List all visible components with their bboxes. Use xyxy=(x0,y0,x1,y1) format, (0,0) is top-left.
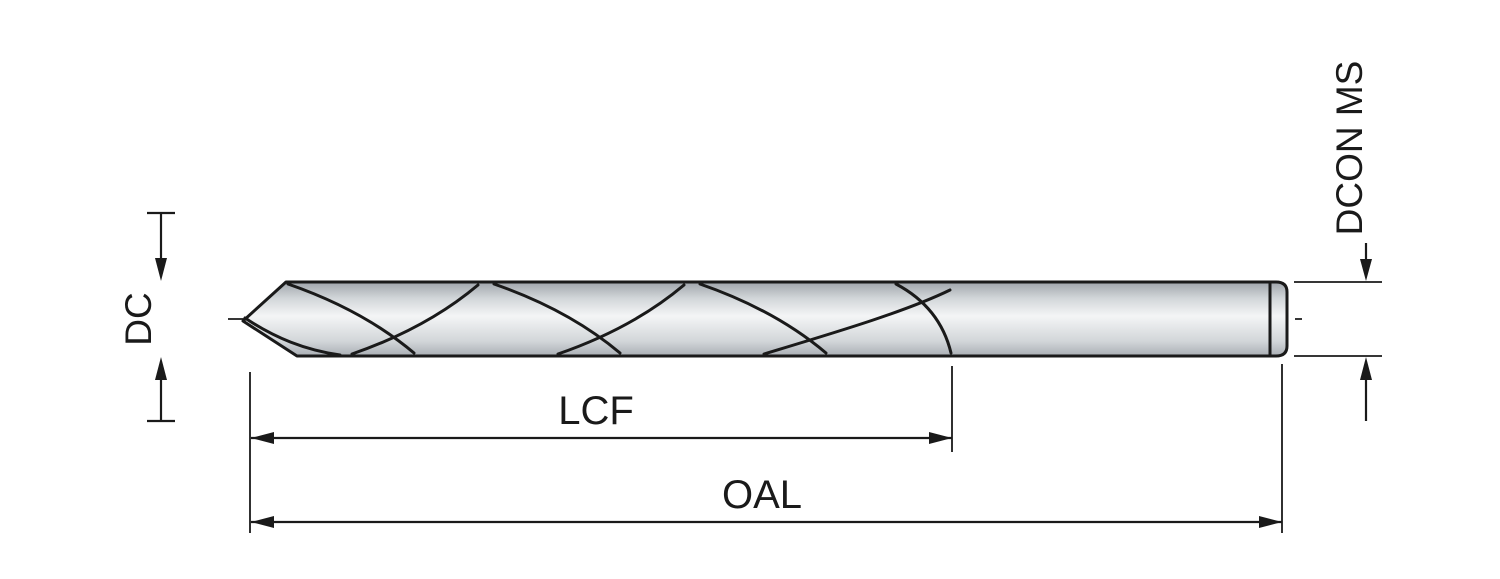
flute-curve xyxy=(492,282,622,355)
flute-curve xyxy=(286,282,416,355)
dcon-arrow-down xyxy=(1360,259,1372,281)
lcf-label: LCF xyxy=(558,389,634,433)
oal-arrow-left xyxy=(251,516,274,528)
lcf-arrow-left xyxy=(251,432,274,444)
dcon-label: DCON MS xyxy=(1329,61,1370,236)
dcon-arrow-up xyxy=(1360,357,1372,380)
flute-curve xyxy=(350,283,480,356)
drill-bit xyxy=(241,280,1289,358)
dc-arrow-up xyxy=(155,357,167,380)
flute-runout xyxy=(762,288,952,356)
lcf-arrow-right xyxy=(929,432,952,444)
flute-curve xyxy=(894,282,953,355)
drill-point-lip xyxy=(243,316,342,357)
oal-label: OAL xyxy=(722,473,802,517)
oal-arrow-right xyxy=(1259,516,1282,528)
flute-curve xyxy=(556,283,686,356)
dc-arrow-down xyxy=(155,258,167,281)
dim-dcon: DCON MS xyxy=(1294,61,1382,421)
dim-lcf: LCF xyxy=(249,366,953,533)
dim-dc: DC xyxy=(118,211,175,423)
dim-oal: OAL xyxy=(251,364,1283,533)
flute-curve xyxy=(698,282,828,355)
drill-silhouette xyxy=(241,280,1289,358)
dc-label: DC xyxy=(118,292,159,345)
